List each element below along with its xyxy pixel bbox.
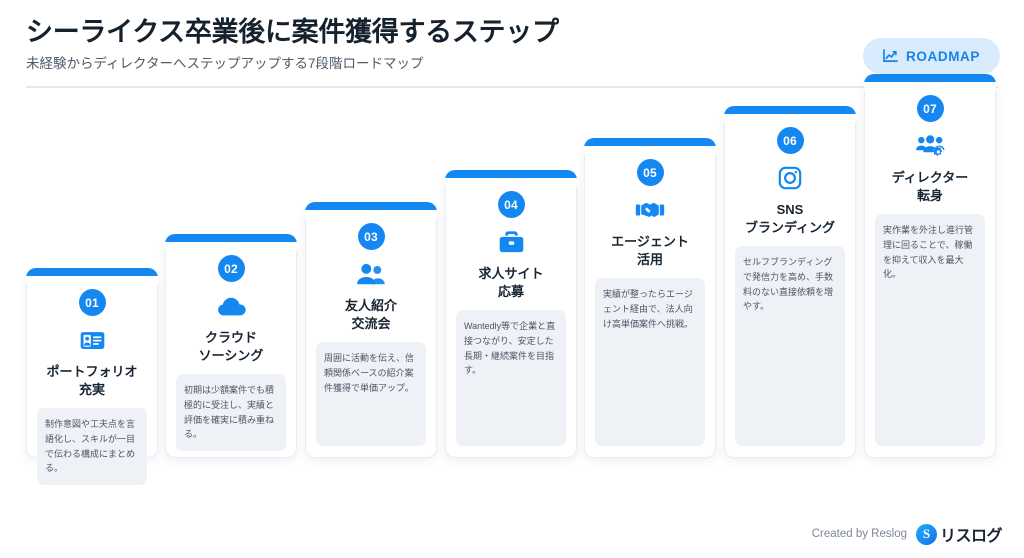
step-number-badge: 07 [916, 95, 944, 122]
line-chart-icon [883, 49, 898, 63]
step-number-badge: 01 [78, 289, 106, 316]
briefcase-icon [498, 227, 525, 257]
step-number-badge: 04 [497, 191, 525, 218]
roadmap-badge-label: ROADMAP [906, 48, 980, 64]
step-number-badge: 03 [357, 223, 385, 250]
reslog-logo-text: リスログ [939, 528, 1003, 545]
step-card-01[interactable]: 01 ポートフォリオ 充実 制作意図や工夫点を言語化し、スキルが一目で伝わる構成… [26, 268, 158, 486]
header-divider [26, 86, 998, 88]
step-title: SNS ブランディング [744, 202, 836, 235]
step-number-badge: 02 [217, 255, 245, 282]
footer: Created by Reslog S リスログ [811, 522, 1003, 546]
step-description: Wantedly等で企業と直接つながり、安定した長期・継続案件を目指す。 [456, 309, 566, 446]
page-subtitle: 未経験からディレクターへステップアップする7段階ロードマップ [26, 56, 424, 71]
step-description: 実作業を外注し進行管理に回ることで、稼働を抑えて収入を最大化。 [875, 213, 985, 446]
page-title: シーライクス卒業後に案件獲得するステップ [26, 17, 559, 47]
step-card-05[interactable]: 05 エージェント 活用 実績が整ったらエージェント経由で、法人向け高単価案件へ… [584, 138, 716, 458]
step-title: エージェント 活用 [611, 234, 689, 267]
id-card-icon [79, 325, 106, 355]
header: シーライクス卒業後に案件獲得するステップ 未経験からディレクターへステップアップ… [0, 0, 1024, 88]
step-card-07[interactable]: 07 ディレクター 転身 実作業を外注し進行 [864, 74, 996, 458]
steps-chart: 01 ポートフォリオ 充実 制作意図や工夫点を言語化し、スキルが一目で伝わる構成… [0, 74, 1024, 513]
step-title: 友人紹介 交流会 [344, 298, 397, 331]
handshake-icon [635, 195, 665, 225]
roadmap-badge[interactable]: ROADMAP [863, 38, 1000, 74]
step-card-03[interactable]: 03 友人紹介 交流会 周囲に活動を伝え、信頼関係ベースの紹介案件獲得で単価アッ… [305, 202, 437, 458]
step-title: 求人サイト 応募 [478, 266, 544, 299]
reslog-logo-mark: S [915, 523, 937, 545]
step-title: ディレクター 転身 [891, 170, 969, 203]
people-icon [356, 259, 386, 289]
team-settings-icon [915, 131, 946, 161]
step-title: クラウド ソーシング [198, 330, 264, 363]
step-description: セルフブランディングで発信力を高め、手数料のない直接依頼を増やす。 [735, 245, 845, 446]
step-description: 初期は少額案件でも積極的に受注し、実績と評価を確実に積み重ねる。 [176, 373, 286, 452]
credit-text: Created by Reslog [811, 528, 907, 540]
step-card-02[interactable]: 02 クラウド ソーシング 初期は少額案件でも積極的に受注し、実績と評価を確実に… [165, 234, 297, 458]
reslog-logo: S リスログ [915, 522, 1003, 546]
step-number-badge: 06 [776, 127, 804, 154]
step-title: ポートフォリオ 充実 [46, 364, 138, 397]
step-description: 周囲に活動を伝え、信頼関係ベースの紹介案件獲得で単価アップ。 [316, 341, 426, 446]
step-number-badge: 05 [636, 159, 664, 186]
step-card-06[interactable]: 06 SNS ブランディング セルフブランディングで発信力を高め、手数料のない直… [724, 106, 856, 458]
step-description: 制作意図や工夫点を言語化し、スキルが一目で伝わる構成にまとめる。 [37, 407, 147, 486]
cloud-icon [217, 291, 246, 321]
instagram-icon [777, 163, 803, 193]
step-description: 実績が整ったらエージェント経由で、法人向け高単価案件へ挑戦。 [595, 277, 705, 446]
step-card-04[interactable]: 04 求人サイト 応募 Wantedly等で企業と直接つながり、安定した長期・継… [445, 170, 577, 458]
